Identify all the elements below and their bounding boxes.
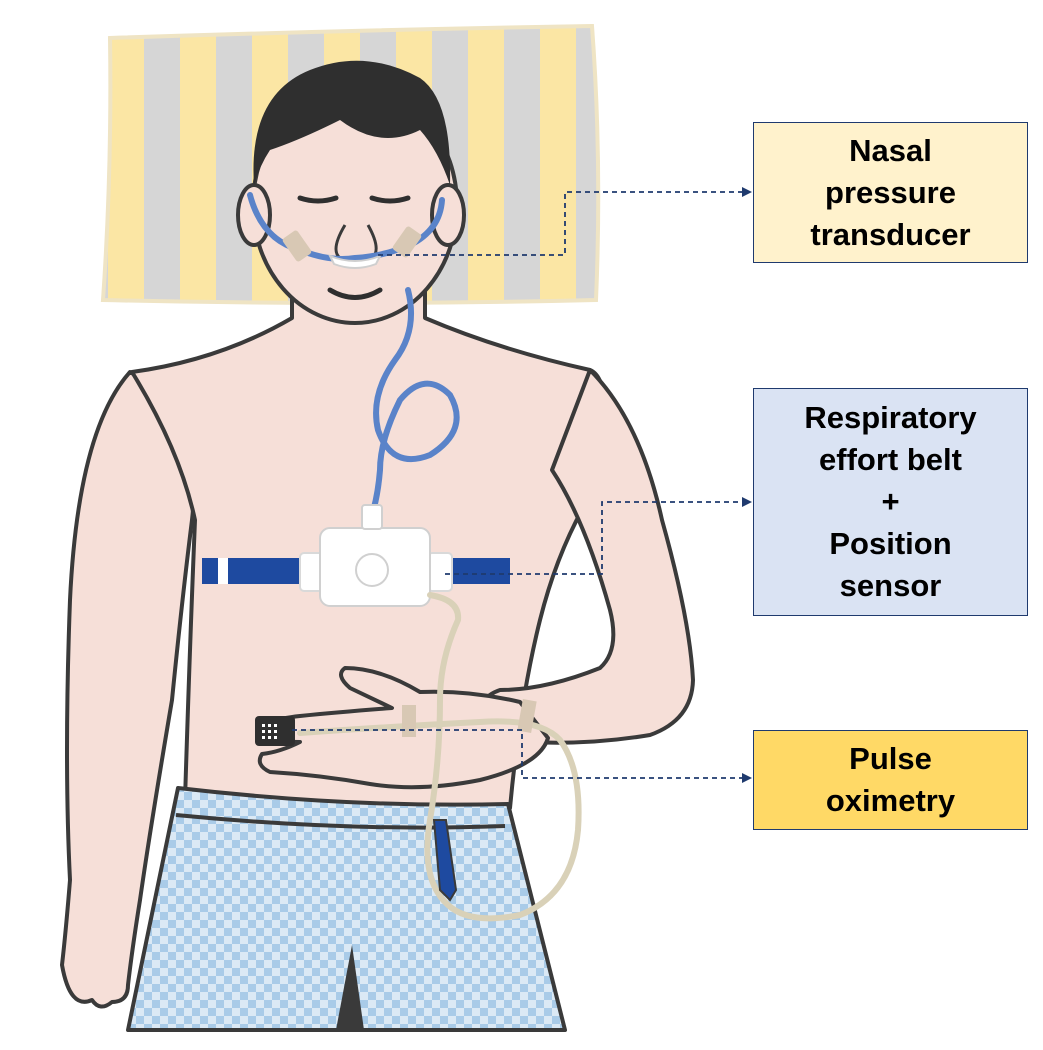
device-button	[355, 553, 389, 587]
belt-left-buckle	[218, 558, 228, 584]
connector-pulse	[292, 729, 752, 783]
hair	[253, 60, 451, 185]
chest-device	[319, 527, 431, 607]
right-tape	[392, 226, 422, 258]
label-resp-line4: Position	[829, 526, 952, 561]
label-nasal-line1: Nasal	[849, 132, 932, 168]
cable-tape-1	[402, 705, 416, 737]
connector-nasal	[378, 187, 752, 256]
label-resp-line1: Respiratory	[804, 400, 977, 435]
mouth	[327, 287, 383, 300]
label-pulse-line2: oximetry	[825, 783, 956, 818]
shorts-waistband	[175, 813, 506, 830]
connector-respiratory	[445, 497, 752, 575]
cable-plug	[432, 819, 458, 902]
label-pulse-line1: Pulse	[849, 741, 932, 776]
oximeter-cable	[297, 592, 582, 922]
shorts-crotch	[336, 945, 364, 1030]
left-arm	[60, 370, 197, 1009]
label-nasal-line3: transducer	[810, 216, 971, 252]
left-ear	[236, 183, 272, 247]
nasal-prong	[327, 254, 383, 269]
label-nasal-pressure-transducer: Nasal pressure transducer	[753, 122, 1028, 263]
device-connector	[361, 504, 383, 530]
label-resp-line2: effort belt	[819, 442, 962, 477]
shorts	[126, 786, 567, 1032]
label-nasal-line2: pressure	[825, 174, 956, 210]
right-eye	[369, 195, 411, 204]
left-tape	[282, 230, 312, 262]
blue-tube	[369, 287, 460, 518]
left-eye	[297, 195, 339, 204]
oximeter-display	[262, 724, 277, 739]
label-respiratory-effort-belt: Respiratory effort belt + Position senso…	[753, 388, 1028, 616]
device-right-clip	[427, 552, 453, 592]
label-resp-line3: +	[881, 484, 900, 519]
cable-tape-2	[517, 699, 537, 733]
nasal-cannula-tube	[247, 192, 445, 262]
label-resp-line5: sensor	[839, 568, 942, 603]
label-pulse-oximetry: Pulse oximetry	[753, 730, 1028, 830]
